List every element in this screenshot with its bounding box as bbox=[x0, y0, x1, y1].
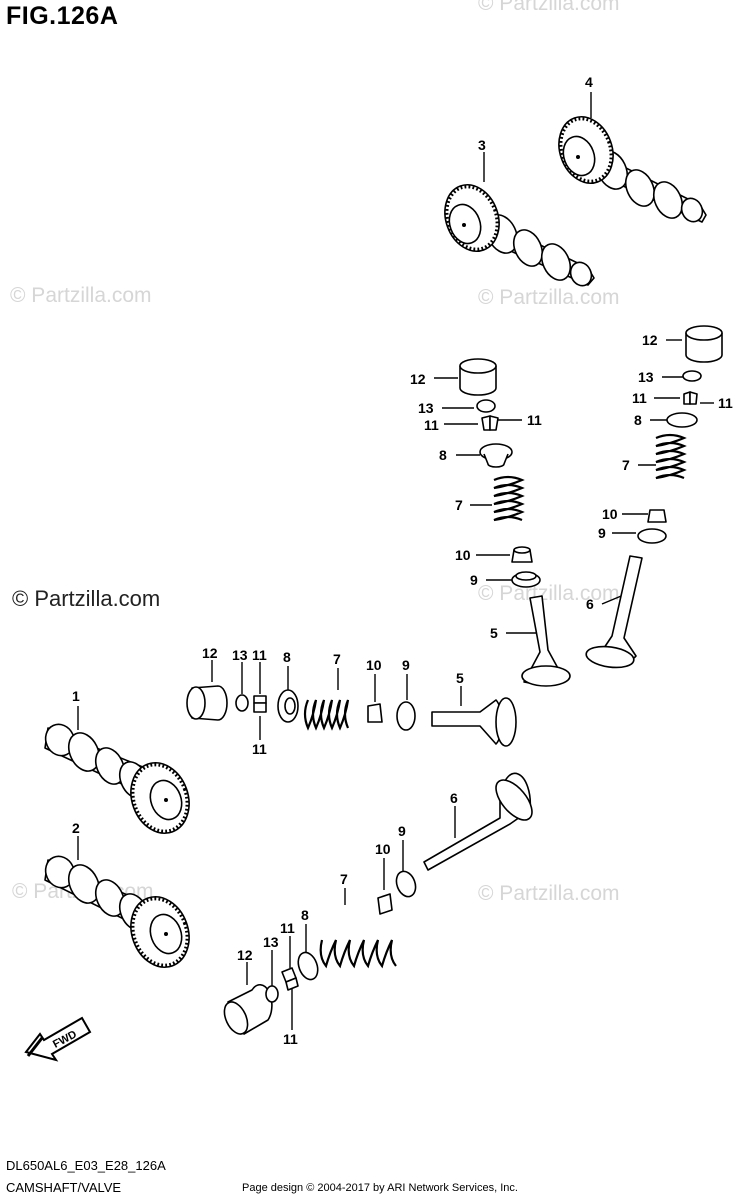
callout-6: 6 bbox=[450, 790, 458, 806]
camshaft-part[interactable] bbox=[41, 706, 199, 841]
watermark: © Partzilla.com bbox=[10, 284, 152, 307]
callout-10: 10 bbox=[375, 841, 391, 857]
callout-11: 11 bbox=[718, 395, 733, 411]
watermark: © Partzilla.com bbox=[12, 586, 161, 611]
callout-12: 12 bbox=[410, 371, 426, 387]
model-code: DL650AL6_E03_E28_126A bbox=[6, 1158, 166, 1173]
callout-11: 11 bbox=[424, 417, 439, 433]
callout-11: 11 bbox=[280, 920, 295, 936]
callout-9: 9 bbox=[398, 823, 406, 839]
figure-title: FIG.126A bbox=[6, 2, 119, 30]
callout-9: 9 bbox=[470, 572, 478, 588]
callout-8: 8 bbox=[634, 412, 642, 428]
callout-10: 10 bbox=[366, 657, 382, 673]
valve-assembly-part[interactable] bbox=[220, 772, 539, 1037]
callout-11: 11 bbox=[252, 741, 267, 757]
callout-11: 11 bbox=[632, 390, 647, 406]
callout-13: 13 bbox=[232, 647, 248, 663]
callout-13: 13 bbox=[418, 400, 434, 416]
callout-4: 4 bbox=[585, 74, 593, 90]
callout-13: 13 bbox=[638, 369, 654, 385]
callout-5: 5 bbox=[456, 670, 464, 686]
camshaft-part[interactable] bbox=[550, 92, 707, 225]
copyright-text: Page design © 2004-2017 by ARI Network S… bbox=[242, 1182, 518, 1194]
callout-1: 1 bbox=[72, 688, 80, 704]
valve-assembly-part[interactable] bbox=[585, 325, 723, 670]
callout-12: 12 bbox=[642, 332, 658, 348]
watermark: © Partzilla.com bbox=[478, 882, 620, 905]
callout-7: 7 bbox=[340, 871, 348, 887]
callout-9: 9 bbox=[598, 525, 606, 541]
callout-11: 11 bbox=[283, 1031, 298, 1047]
callout-10: 10 bbox=[455, 547, 471, 563]
callout-13: 13 bbox=[263, 934, 279, 950]
callout-8: 8 bbox=[439, 447, 447, 463]
callout-11: 11 bbox=[252, 647, 267, 663]
watermark: © Partzilla.com bbox=[478, 286, 620, 309]
watermark: © Partzilla.com bbox=[478, 0, 620, 15]
callout-8: 8 bbox=[283, 649, 291, 665]
callout-6: 6 bbox=[586, 596, 594, 612]
category-label: CAMSHAFT/VALVE bbox=[6, 1180, 122, 1195]
callout-7: 7 bbox=[455, 497, 463, 513]
callout-12: 12 bbox=[202, 645, 218, 661]
callout-2: 2 bbox=[72, 820, 80, 836]
callout-3: 3 bbox=[478, 137, 486, 153]
valve-assembly-part[interactable] bbox=[434, 358, 571, 687]
camshaft-part[interactable] bbox=[436, 152, 595, 289]
camshaft-part[interactable] bbox=[41, 836, 199, 975]
callout-8: 8 bbox=[301, 907, 309, 923]
callout-12: 12 bbox=[237, 947, 253, 963]
valve-assembly-part[interactable] bbox=[186, 660, 517, 747]
fwd-arrow-icon: FWD bbox=[24, 1016, 92, 1062]
callout-10: 10 bbox=[602, 506, 618, 522]
callout-5: 5 bbox=[490, 625, 498, 641]
callout-7: 7 bbox=[333, 651, 341, 667]
watermark: © Partzilla.com bbox=[478, 582, 620, 605]
callout-9: 9 bbox=[402, 657, 410, 673]
callout-11: 11 bbox=[527, 412, 542, 428]
callout-7: 7 bbox=[622, 457, 630, 473]
